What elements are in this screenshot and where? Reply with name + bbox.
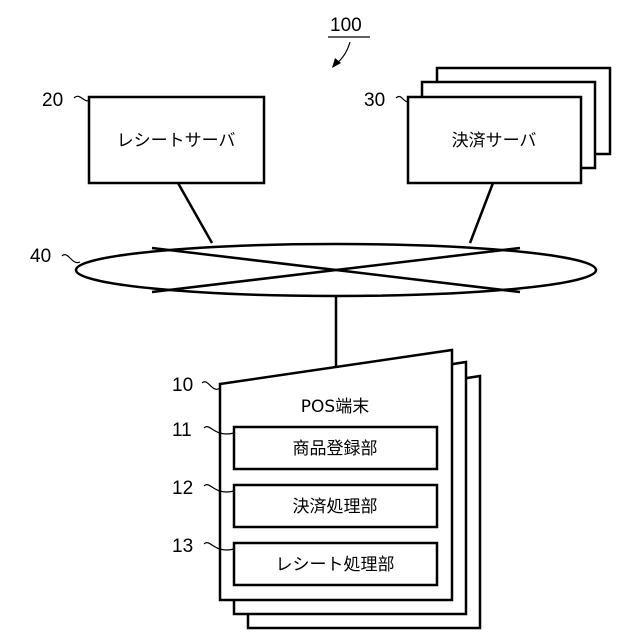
receipt-server-link bbox=[178, 183, 212, 243]
receipt-processing-label: レシート処理部 bbox=[276, 555, 395, 575]
network-leader bbox=[62, 255, 80, 263]
pos-terminal-label: POS端末 bbox=[301, 397, 369, 417]
payment-server-label: 決済サーバ bbox=[452, 131, 537, 151]
receipt-server-leader bbox=[74, 96, 90, 101]
receipt-processing-ref: 13 bbox=[172, 536, 193, 557]
system-ref-label: 100 bbox=[330, 15, 362, 36]
product-registration-label: 商品登録部 bbox=[293, 439, 378, 459]
network-ref: 40 bbox=[30, 246, 51, 267]
pos-terminal-leader bbox=[202, 382, 220, 390]
payment-processing-label: 決済処理部 bbox=[293, 497, 378, 517]
system-ref-arrowhead bbox=[332, 58, 341, 68]
payment-server-ref: 30 bbox=[364, 90, 385, 111]
receipt-server-ref: 20 bbox=[42, 90, 63, 111]
payment-server-link bbox=[470, 183, 493, 243]
receipt-server-label: レシートサーバ bbox=[117, 131, 236, 151]
product-registration-ref: 11 bbox=[172, 420, 192, 441]
payment-processing-ref: 12 bbox=[172, 478, 193, 499]
pos-terminal-ref: 10 bbox=[172, 375, 193, 396]
